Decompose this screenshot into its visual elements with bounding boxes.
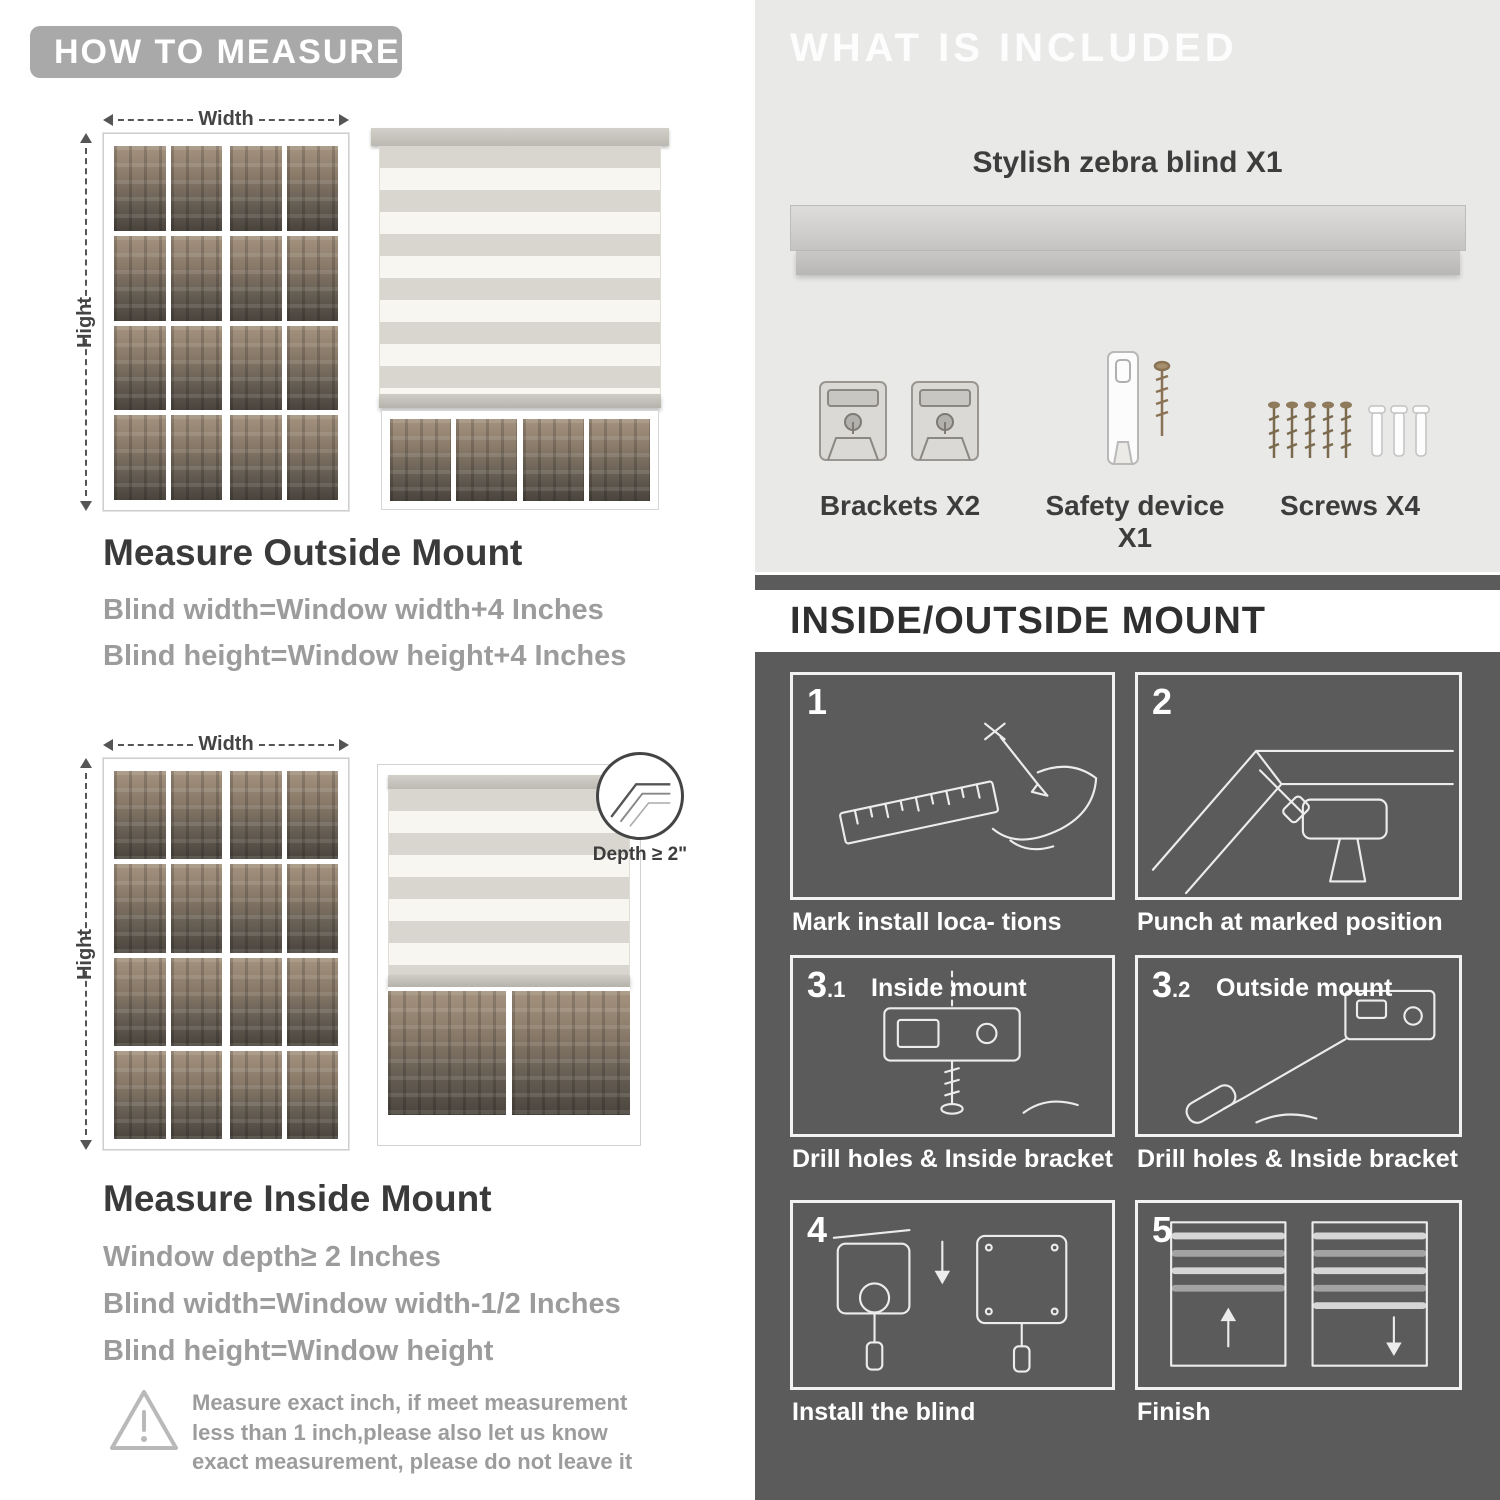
window-corner-detail-icon — [610, 783, 671, 827]
outside-rule-height: Blind height=Window height+4 Inches — [103, 640, 627, 672]
step-number: 2 — [1152, 681, 1173, 722]
arrow-down-icon — [80, 1140, 92, 1150]
finish-illustration — [1170, 1221, 1428, 1367]
inside-mount-title: Measure Inside Mount — [103, 1178, 492, 1219]
measurement-warning-note: Measure exact inch, if meet measurement … — [192, 1390, 633, 1475]
zebra-blind-bottomrail-outside — [379, 394, 661, 408]
arrow-right-icon — [339, 113, 350, 126]
zebra-blind-stripes-inside — [388, 789, 630, 975]
step-3-1-caption: Drill holes & Inside bracket — [792, 1145, 1113, 1173]
inside-bracket-illustration — [883, 970, 1079, 1115]
mount-header: INSIDE/OUTSIDE MOUNT — [790, 600, 1267, 642]
outside-bracket-illustration — [1185, 989, 1436, 1124]
what-is-included-section — [755, 0, 1500, 572]
step-4-panel: 4 — [790, 1200, 1115, 1390]
step-3-1-title: Inside mount — [871, 974, 1027, 1002]
arrow-up-icon — [80, 758, 92, 768]
window-panes-below-blind — [388, 987, 630, 1115]
arrow-up-icon — [80, 133, 92, 143]
brackets-icon — [819, 381, 979, 461]
height-arrow-inside: Hight — [74, 758, 98, 1150]
what-is-included-header: WHAT IS INCLUDED — [790, 26, 1238, 70]
zebra-blind-headrail-inside — [388, 775, 630, 789]
step-3-2-panel: 3.2 Outside mount — [1135, 955, 1462, 1137]
inside-rule-height: Blind height=Window height — [103, 1335, 494, 1367]
step-number: 1 — [807, 681, 828, 722]
step-number: 4 — [807, 1209, 828, 1250]
outside-rule-width: Blind width=Window width+4 Inches — [103, 594, 604, 626]
depth-detail-circle — [596, 752, 684, 840]
inside-rule-depth: Window depth≥ 2 Inches — [103, 1241, 441, 1273]
step-number: 3 — [1152, 964, 1173, 1005]
inside-rule-width: Blind width=Window width-1/2 Inches — [103, 1288, 621, 1320]
step-number: 3 — [807, 964, 828, 1005]
step-5-caption: Finish — [1137, 1398, 1211, 1426]
zebra-blind-headrail-outside — [371, 128, 669, 146]
width-arrow-inside: Width — [103, 733, 350, 756]
step-3-2-caption: Drill holes & Inside bracket — [1137, 1145, 1458, 1173]
zebra-blind-bottomrail-inside — [388, 975, 630, 987]
zebra-blind-inside-mount — [378, 765, 640, 1145]
height-arrow-outside: Hight — [74, 133, 98, 511]
step-1-caption: Mark install loca- tions — [792, 908, 1062, 936]
mount-header-band — [755, 590, 1500, 652]
step-4-caption: Install the blind — [792, 1398, 976, 1426]
width-label: Width — [198, 733, 254, 755]
screws-label: Screws X4 — [1279, 490, 1421, 521]
install-blind-illustration — [832, 1229, 1068, 1373]
outside-mount-title: Measure Outside Mount — [103, 532, 523, 573]
step-3-2-title: Outside mount — [1216, 974, 1393, 1002]
step-number: 5 — [1152, 1209, 1173, 1250]
safety-device-label: Safety device X1 — [1045, 490, 1225, 553]
height-label: Hight — [74, 928, 97, 980]
screws-icon — [1268, 401, 1430, 458]
window-illustration-inside — [103, 758, 349, 1150]
width-arrow-outside: Width — [103, 108, 350, 131]
blind-headrail-product — [790, 205, 1466, 251]
step-3-1-panel: 3.1 Inside mount — [790, 955, 1115, 1137]
zebra-blind-item-label: Stylish zebra blind X1 — [972, 146, 1283, 179]
step-1-panel: 1 — [790, 672, 1115, 900]
drill-illustration — [1151, 749, 1454, 895]
window-bottom-outside — [381, 410, 659, 510]
height-label: Hight — [74, 296, 97, 348]
step-2-caption: Punch at marked position — [1137, 908, 1443, 936]
arrow-right-icon — [339, 738, 350, 751]
how-to-measure-header: HOW TO MEASURE — [30, 26, 402, 78]
mount-instructions-section — [755, 575, 1500, 1500]
step-2-panel: 2 — [1135, 672, 1462, 900]
arrow-left-icon — [103, 113, 113, 126]
safety-device-icon — [1107, 351, 1171, 465]
width-label: Width — [198, 108, 254, 130]
step-5-panel: 5 — [1135, 1200, 1462, 1390]
zebra-blind-stripes-outside — [379, 146, 661, 394]
mark-locations-illustration — [839, 722, 1098, 851]
brackets-label: Brackets X2 — [819, 490, 981, 521]
arrow-left-icon — [103, 738, 113, 751]
blind-headrail-front — [796, 251, 1460, 275]
window-illustration-outside — [103, 133, 349, 511]
warning-icon — [110, 1390, 178, 1450]
depth-label: Depth ≥ 2" — [592, 844, 688, 865]
arrow-down-icon — [80, 501, 92, 511]
